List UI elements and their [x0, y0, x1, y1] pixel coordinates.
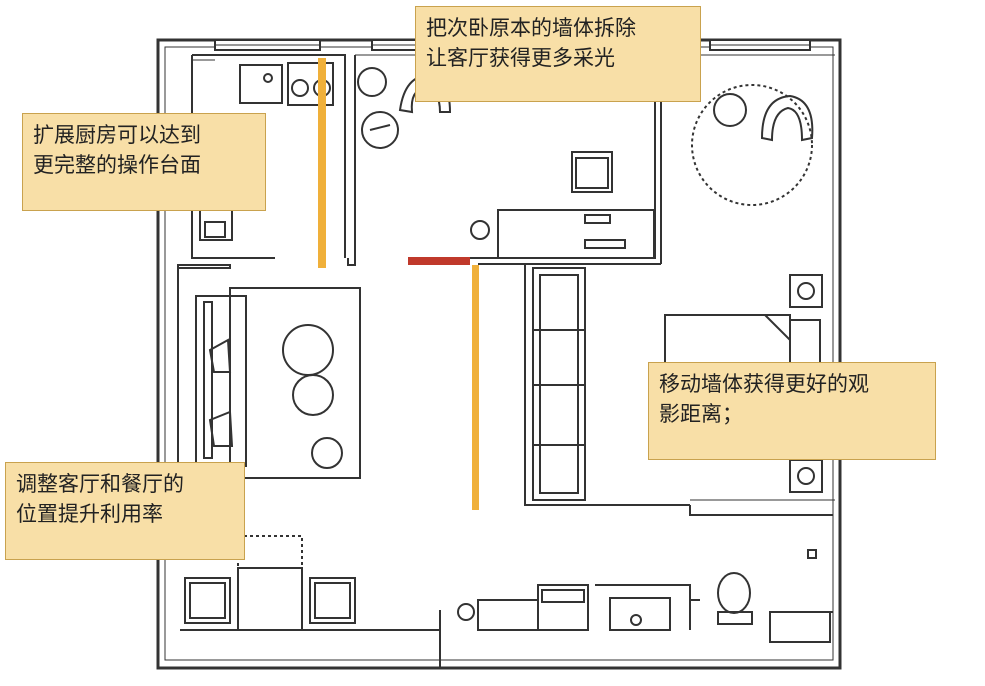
chair [571, 151, 613, 193]
annotation-tv-wall: 移动墙体获得更好的观 影距离； [648, 362, 936, 460]
annotation-bedroom-wall: 把次卧原本的墙体拆除 让客厅获得更多采光 [415, 6, 701, 102]
annotation-living-dining: 调整客厅和餐厅的 位置提升利用率 [5, 462, 245, 560]
removed-wall [408, 257, 470, 265]
moved-wall-bedroom [472, 265, 479, 510]
moved-wall-kitchen [318, 58, 326, 268]
living-wall [177, 264, 231, 269]
dining-table [237, 567, 303, 631]
desk [497, 209, 655, 259]
coffee-table-1 [282, 324, 334, 376]
rug [229, 287, 361, 479]
annotation-bedroom-wall-line1: 把次卧原本的墙体拆除 [426, 16, 636, 40]
annotation-kitchen: 扩展厨房可以达到 更完整的操作台面 [22, 113, 266, 211]
annotation-kitchen-line2: 更完整的操作台面 [33, 153, 201, 177]
annotation-living-dining-line1: 调整客厅和餐厅的 [16, 472, 184, 496]
annotation-tv-wall-line2: 影距离； [659, 402, 743, 426]
washer [537, 584, 589, 631]
annotation-kitchen-line1: 扩展厨房可以达到 [33, 123, 201, 147]
coffee-table-2 [292, 374, 334, 416]
kitchen-stove [287, 62, 334, 106]
annotation-tv-wall-line1: 移动墙体获得更好的观 [659, 372, 869, 396]
kitchen-sink [239, 64, 283, 104]
round-table [691, 84, 813, 206]
annotation-living-dining-line2: 位置提升利用率 [16, 502, 163, 526]
toilet [717, 572, 751, 614]
annotation-bedroom-wall-line2: 让客厅获得更多采光 [426, 46, 615, 70]
